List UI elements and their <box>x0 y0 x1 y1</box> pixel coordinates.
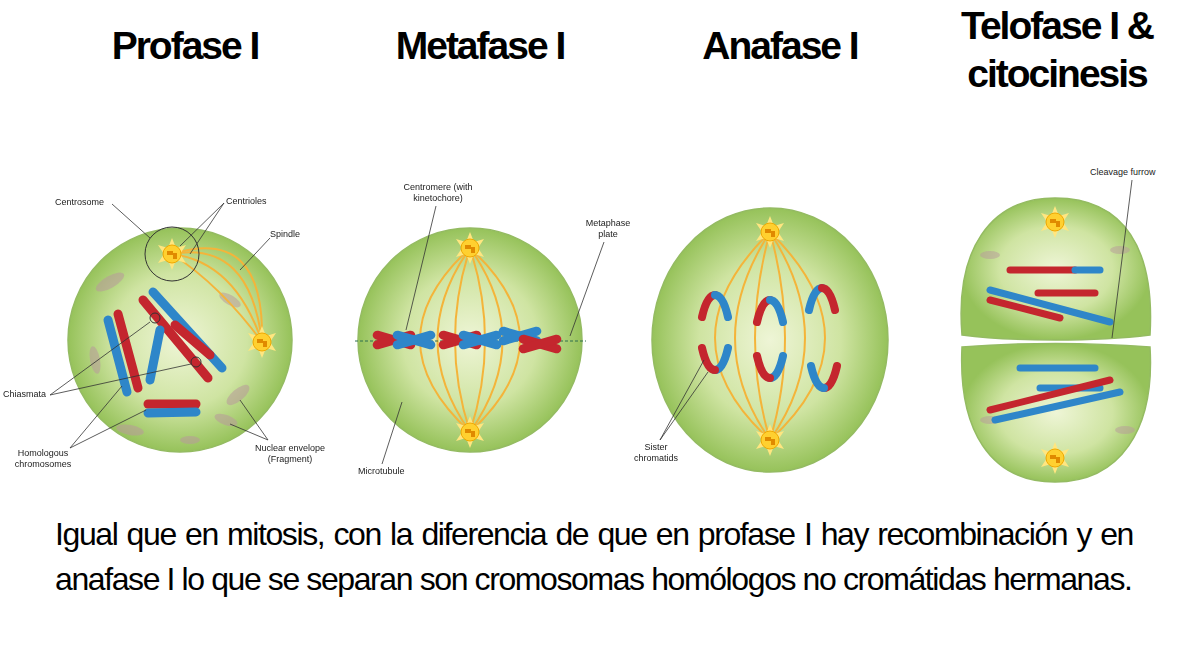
callout-label: Chiasmata <box>3 389 53 400</box>
text-holder: Sister chromatids <box>630 442 682 464</box>
text-holder: Anafase I <box>650 22 910 70</box>
phase-heading: Profase I <box>55 22 315 70</box>
text-holder: Telofase I & citocinesis <box>936 2 1178 98</box>
text-holder: Chiasmata <box>3 389 53 400</box>
callout-label: Nuclear envelope (Fragment) <box>250 443 330 465</box>
text-holder: Cleavage furrow <box>1090 167 1180 178</box>
text-holder: Metaphase plate <box>582 218 634 240</box>
callout-label: Spindle <box>270 229 320 240</box>
text-holder: Centromere (with kinetochore) <box>398 182 478 204</box>
text-holder: Profase I <box>55 22 315 70</box>
text-holder: Spindle <box>270 229 320 240</box>
phase-heading: Anafase I <box>650 22 910 70</box>
callout-label: Centrioles <box>226 196 286 207</box>
phase-heading: Metafase I <box>350 22 610 70</box>
text-holder: Igual que en mitosis, con la diferencia … <box>55 512 1133 602</box>
text-holder: Nuclear envelope (Fragment) <box>250 443 330 465</box>
callout-label: Sister chromatids <box>630 442 682 464</box>
text-holder: Centrioles <box>226 196 286 207</box>
callout-label: Centrosome <box>55 197 115 208</box>
text-holder: Homologous chromosomes <box>12 448 74 470</box>
callout-label: Homologous chromosomes <box>12 448 74 470</box>
callout-label: Centromere (with kinetochore) <box>398 182 478 204</box>
text-holder: Microtubule <box>358 466 418 477</box>
callout-label: Cleavage furrow <box>1090 167 1180 178</box>
text-holder: Centrosome <box>55 197 115 208</box>
phase-heading: Telofase I & citocinesis <box>936 2 1178 98</box>
callout-label: Microtubule <box>358 466 418 477</box>
text-holder: Metafase I <box>350 22 610 70</box>
caption-text: Igual que en mitosis, con la diferencia … <box>55 512 1133 602</box>
callout-label: Metaphase plate <box>582 218 634 240</box>
